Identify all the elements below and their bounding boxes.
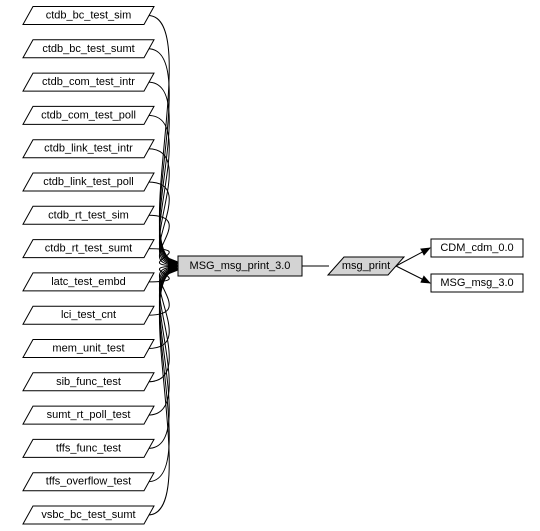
caller-lci-test-cnt[interactable]: lci_test_cnt	[22, 305, 155, 325]
caller-vsbc-bc-test-sumt-label: vsbc_bc_test_sumt	[41, 509, 135, 521]
caller-ctdb-rt-test-sumt-label: ctdb_rt_test_sumt	[45, 243, 132, 255]
msg-print-node-shape	[326, 256, 406, 276]
caller-ctdb-com-test-intr-shape	[22, 72, 155, 92]
caller-sib-func-test-label: sib_func_test	[56, 376, 121, 388]
caller-ctdb-rt-test-sumt-shape	[22, 239, 155, 259]
caller-sumt-rt-poll-test-shape	[22, 405, 155, 425]
caller-mem-unit-test-shape	[22, 339, 155, 358]
caller-ctdb-bc-test-sim[interactable]: ctdb_bc_test_sim	[22, 6, 155, 25]
edge-msg-print-to-msg-msg-3-0	[395, 265, 431, 284]
caller-ctdb-com-test-poll-shape	[22, 105, 155, 125]
center-node-label: MSG_msg_print_3.0	[190, 260, 291, 272]
caller-sib-func-test-shape	[22, 372, 155, 392]
caller-ctdb-com-test-poll-label: ctdb_com_test_poll	[41, 109, 136, 121]
caller-ctdb-rt-test-sim[interactable]: ctdb_rt_test_sim	[22, 205, 155, 225]
caller-ctdb-rt-test-sim-shape	[22, 205, 155, 225]
caller-vsbc-bc-test-sumt-shape	[22, 505, 155, 525]
caller-ctdb-bc-test-sumt[interactable]: ctdb_bc_test_sumt	[22, 39, 155, 59]
target-cdm-cdm-0-0[interactable]: CDM_cdm_0.0	[430, 238, 524, 258]
caller-lci-test-cnt-shape	[22, 305, 155, 325]
edge-ctdb-link-test-poll-to-center	[147, 181, 178, 269]
caller-ctdb-bc-test-sumt-label: ctdb_bc_test_sumt	[42, 43, 134, 55]
caller-sumt-rt-poll-test-label: sumt_rt_poll_test	[47, 409, 131, 421]
caller-ctdb-link-test-intr-shape	[22, 139, 155, 159]
edge-ctdb-rt-test-sumt-to-center	[147, 248, 178, 270]
edge-ctdb-com-test-intr-to-center	[147, 81, 178, 267]
caller-ctdb-com-test-intr-label: ctdb_com_test_intr	[42, 76, 135, 88]
caller-ctdb-link-test-intr-label: ctdb_link_test_intr	[44, 143, 133, 155]
caller-ctdb-link-test-poll-shape	[22, 172, 155, 192]
center-node-box	[177, 255, 303, 277]
edge-vsbc-bc-test-sumt-to-center	[147, 266, 178, 516]
caller-lci-test-cnt-label: lci_test_cnt	[61, 309, 116, 321]
caller-mem-unit-test[interactable]: mem_unit_test	[22, 339, 155, 358]
center-node[interactable]: MSG_msg_print_3.0	[177, 255, 303, 277]
edge-tffs-func-test-to-center	[147, 265, 178, 449]
caller-vsbc-bc-test-sumt[interactable]: vsbc_bc_test_sumt	[22, 505, 155, 525]
edge-tffs-overflow-test-to-center	[147, 265, 178, 483]
caller-ctdb-bc-test-sumt-shape	[22, 39, 155, 59]
caller-latc-test-embd-label: latc_test_embd	[51, 276, 126, 288]
caller-sumt-rt-poll-test[interactable]: sumt_rt_poll_test	[22, 405, 155, 425]
caller-tffs-func-test[interactable]: tffs_func_test	[22, 438, 155, 458]
caller-ctdb-com-test-intr[interactable]: ctdb_com_test_intr	[22, 72, 155, 92]
target-msg-msg-3-0-box	[430, 273, 524, 293]
caller-ctdb-link-test-poll[interactable]: ctdb_link_test_poll	[22, 172, 155, 192]
edge-ctdb-bc-test-sim-to-center	[147, 15, 178, 266]
target-msg-msg-3-0-label: MSG_msg_3.0	[440, 277, 513, 289]
target-cdm-cdm-0-0-box	[430, 238, 524, 258]
target-cdm-cdm-0-0-label: CDM_cdm_0.0	[440, 242, 513, 254]
caller-ctdb-link-test-poll-label: ctdb_link_test_poll	[43, 176, 134, 188]
nodes: ctdb_bc_test_sim ctdb_bc_test_sumt ctdb_co…	[22, 6, 524, 525]
caller-mem-unit-test-label: mem_unit_test	[52, 343, 124, 355]
caller-ctdb-rt-test-sumt[interactable]: ctdb_rt_test_sumt	[22, 239, 155, 259]
caller-sib-func-test[interactable]: sib_func_test	[22, 372, 155, 392]
caller-tffs-func-test-shape	[22, 438, 155, 458]
target-msg-msg-3-0[interactable]: MSG_msg_3.0	[430, 273, 524, 293]
caller-ctdb-bc-test-sim-shape	[22, 6, 155, 25]
edge-msg-print-to-cdm-cdm-0-0	[395, 247, 431, 267]
caller-tffs-func-test-label: tffs_func_test	[56, 442, 121, 454]
caller-tffs-overflow-test[interactable]: tffs_overflow_test	[22, 472, 155, 492]
msg-print-node[interactable]: msg_print	[326, 256, 406, 276]
caller-latc-test-embd-shape	[22, 272, 155, 292]
msg-print-node-label: msg_print	[342, 260, 390, 272]
caller-ctdb-bc-test-sim-label: ctdb_bc_test_sim	[46, 10, 132, 22]
edge-ctdb-rt-test-sim-to-center	[147, 214, 178, 270]
edges	[147, 15, 431, 516]
caller-ctdb-rt-test-sim-label: ctdb_rt_test_sim	[48, 209, 129, 221]
edge-ctdb-link-test-intr-to-center	[147, 148, 178, 268]
caller-tffs-overflow-test-shape	[22, 472, 155, 492]
caller-tffs-overflow-test-label: tffs_overflow_test	[46, 476, 131, 488]
edge-ctdb-com-test-poll-to-center	[147, 114, 178, 268]
edge-sumt-rt-poll-test-to-center	[147, 264, 178, 416]
caller-ctdb-com-test-poll[interactable]: ctdb_com_test_poll	[22, 105, 155, 125]
caller-ctdb-link-test-intr[interactable]: ctdb_link_test_intr	[22, 139, 155, 159]
caller-latc-test-embd[interactable]: latc_test_embd	[22, 272, 155, 292]
